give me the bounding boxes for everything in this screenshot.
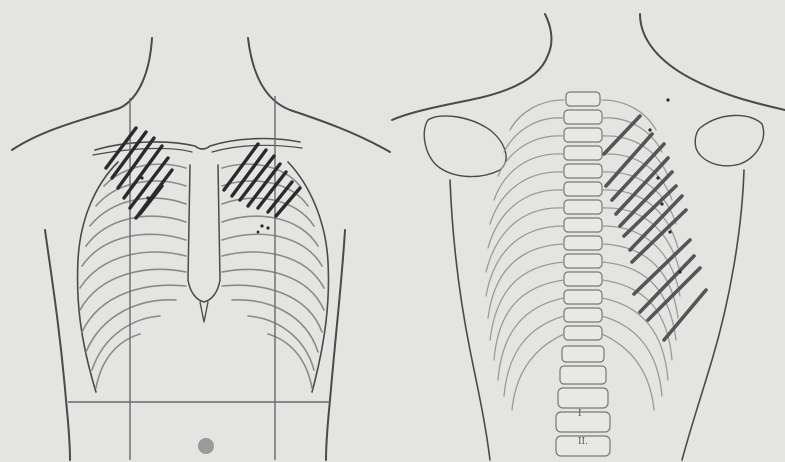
vertebra-label-1: I	[578, 409, 582, 419]
vertebra-label-2: II.	[578, 437, 588, 447]
navel-mark	[198, 438, 214, 454]
